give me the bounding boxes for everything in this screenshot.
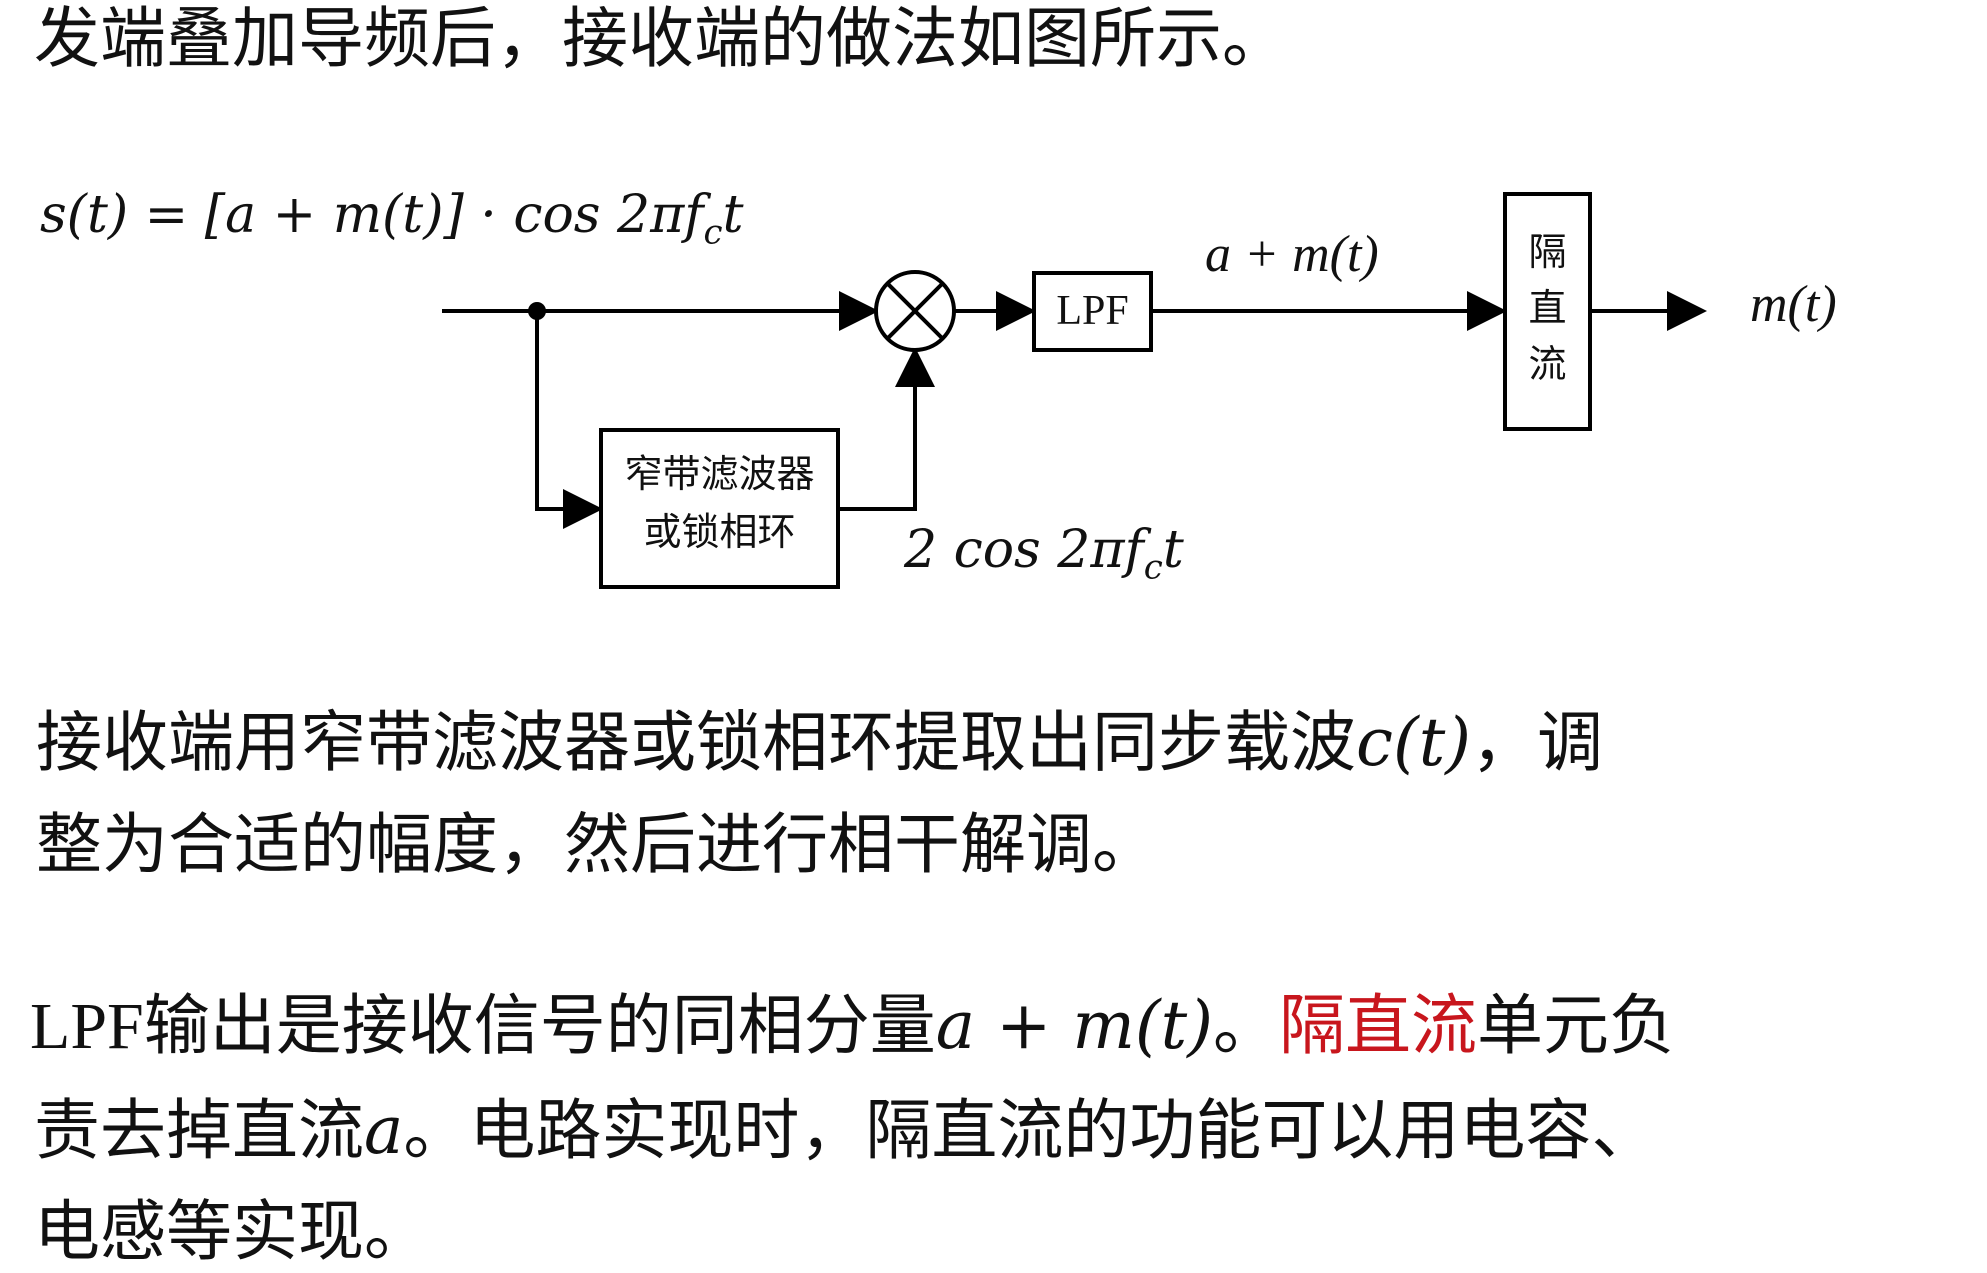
carrier-line <box>838 347 935 511</box>
output-label: m(t) <box>1750 276 1837 333</box>
input-formula-tail: t <box>722 185 744 245</box>
input-formula: s(t) = [a + m(t)] · cos 2πfct <box>40 185 743 252</box>
highlight-dc-block: 隔直流 <box>1278 990 1477 1063</box>
text: ，调 <box>1470 707 1603 780</box>
text: 。 <box>1212 990 1279 1063</box>
heading: 发端叠加导频后，接收端的做法如图所示。 <box>34 3 1288 76</box>
paragraph-3-line-2: 责去掉直流a。电路实现时，隔直流的功能可以用电容、 <box>34 1091 1657 1172</box>
math-a: a <box>364 1092 404 1169</box>
text: 单元负 <box>1476 990 1675 1063</box>
paragraph-3-line-1: LPF输出是接收信号的同相分量a + m(t)。隔直流单元负 <box>30 986 1675 1067</box>
input-formula-main: s(t) = [a + m(t)] · cos 2πf <box>40 185 704 245</box>
dc-block-char: 流 <box>1528 344 1567 386</box>
dc-block-box <box>1503 192 1592 431</box>
lpf-output-label: a + m(t) <box>1205 226 1379 283</box>
filter-box <box>599 428 840 589</box>
lpf-label: LPF <box>1056 288 1129 334</box>
paragraph-2-line-2: 整为合适的幅度，然后进行相干解调。 <box>36 809 1158 882</box>
filter-box-line2: 或锁相环 <box>643 512 796 554</box>
dc-block-char: 直 <box>1528 288 1567 330</box>
text: LPF输出是接收信号的同相分量 <box>30 990 936 1063</box>
text: 接收端用窄带滤波器或锁相环提取出同步载波 <box>36 707 1356 780</box>
multiplier-icon <box>874 270 956 352</box>
dc-block-char: 隔 <box>1528 232 1567 274</box>
text: 责去掉直流 <box>34 1095 364 1168</box>
filter-box-line1: 窄带滤波器 <box>624 454 815 496</box>
carrier-label-tail: t <box>1162 520 1184 580</box>
junction-dot <box>528 302 546 320</box>
paragraph-2-line-1: 接收端用窄带滤波器或锁相环提取出同步载波c(t)，调 <box>36 703 1603 784</box>
input-formula-sub: c <box>703 212 723 253</box>
math-c-t: c(t) <box>1356 704 1471 781</box>
math-a-plus-m: a + m(t) <box>935 987 1213 1064</box>
carrier-label: 2 cos 2πfct <box>904 520 1184 587</box>
branch-line <box>535 311 603 529</box>
dc-block-label: 隔 直 流 <box>1505 225 1590 393</box>
text: 。电路实现时，隔直流的功能可以用电容、 <box>403 1095 1658 1168</box>
lpf-box <box>1032 271 1153 352</box>
paragraph-3-line-3: 电感等实现。 <box>34 1196 430 1269</box>
filter-box-label: 窄带滤波器 或锁相环 <box>601 450 838 558</box>
carrier-label-sub: c <box>1143 547 1163 588</box>
carrier-label-main: 2 cos 2πf <box>904 520 1144 580</box>
